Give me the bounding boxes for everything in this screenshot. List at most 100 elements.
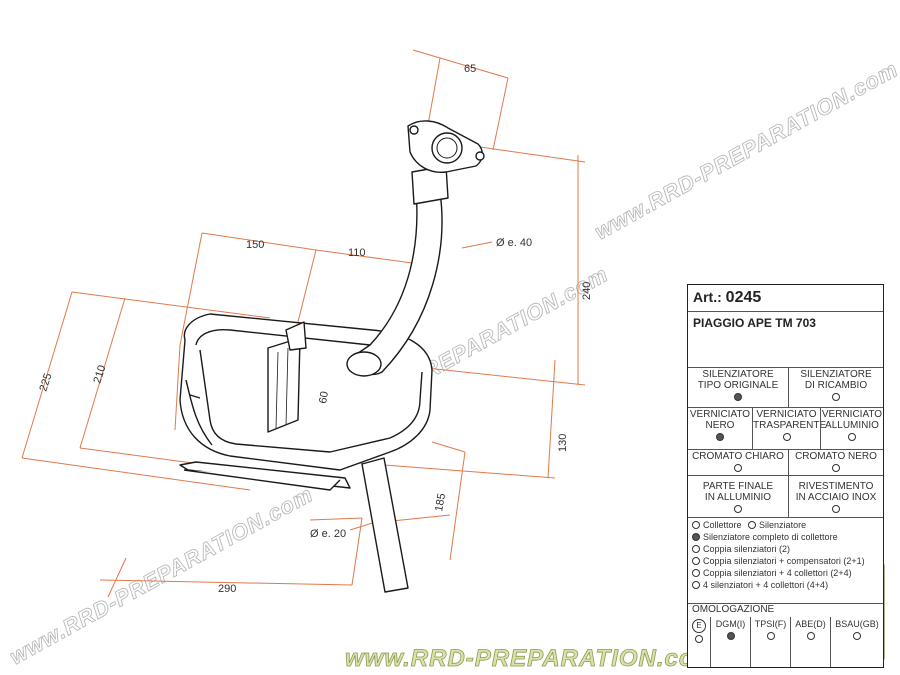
spec-package-options: Collettore Silenziatore Silenziatore com… <box>688 517 883 604</box>
option-replacement-silencer: SILENZIATORE DI RICAMBIO <box>788 367 883 407</box>
radio-empty <box>692 581 700 589</box>
option-label: 4 silenziatori + 4 collettori (4+4) <box>703 580 829 590</box>
option-label: Silenziatore completo di collettore <box>703 532 838 542</box>
radio-empty <box>782 433 791 441</box>
option-label: Coppia silenziatori + 4 collettori (2+4) <box>703 568 852 578</box>
option-label: ABE(D) <box>795 619 826 629</box>
option-label: Collettore <box>703 520 742 530</box>
dim-diameter-20: Ø e. 20 <box>310 528 346 540</box>
dim-65: 65 <box>464 63 476 75</box>
option-label: Coppia silenziatori (2) <box>703 544 791 554</box>
option-label: DGM(I) <box>715 619 746 629</box>
muffler-inner-shell <box>195 328 423 453</box>
spec-table: Art.: 0245 PIAGGIO APE TM 703 SILENZIATO… <box>687 284 884 668</box>
radio-selected <box>726 632 735 640</box>
muffler-front-cap <box>185 379 213 446</box>
pipe-joint <box>346 351 382 377</box>
vehicle-model: PIAGGIO APE TM 703 <box>693 316 816 330</box>
dim-185: 185 <box>433 492 448 512</box>
radio-empty <box>692 521 700 529</box>
radio-selected <box>734 393 742 401</box>
radio-empty <box>832 505 840 513</box>
radio-selected <box>692 533 700 541</box>
article-number: Art.: 0245 <box>693 289 761 307</box>
option-label: BSAU(GB) <box>835 619 879 629</box>
article-code: 0245 <box>725 289 762 306</box>
option-4-plus-4: 4 silenziatori + 4 collettori (4+4) <box>692 580 828 590</box>
exhaust-assembly <box>179 120 485 593</box>
radio-selected <box>716 433 724 441</box>
dim-60: 60 <box>317 390 331 404</box>
option-label: SILENZIATORE DI RICAMBIO <box>800 369 872 391</box>
radio-empty <box>734 505 742 513</box>
radio-empty <box>848 433 856 441</box>
option-label: Silenziatore <box>759 520 807 530</box>
homologation-abe: ABE(D) <box>790 617 830 667</box>
article-label: Art.: <box>693 289 722 305</box>
radio-empty <box>695 635 703 643</box>
spec-article-row: Art.: 0245 <box>688 285 883 312</box>
spec-silencer-type-row: SILENZIATORE TIPO ORIGINALE SILENZIATORE… <box>688 367 883 408</box>
dim-diameter-40: Ø e. 40 <box>496 237 532 249</box>
flange-bolt-hole <box>409 125 419 135</box>
radio-empty <box>692 569 700 577</box>
watermark-1: www.RRD-PREPARATION.com <box>590 56 900 244</box>
homologation-title: OMOLOGAZIONE <box>692 604 775 615</box>
dim-110: 110 <box>348 247 366 259</box>
watermark-bottom: www.RRD-PREPARATION.com <box>345 645 717 672</box>
dim-240: 240 <box>581 282 593 300</box>
dim-210: 210 <box>91 364 108 385</box>
spec-paint-row: VERNICIATO NERO VERNICIATO TRASPARENTE V… <box>688 407 883 450</box>
radio-empty <box>734 464 742 472</box>
radio-empty <box>806 632 815 640</box>
dimension-lines <box>21 49 586 598</box>
option-aluminium-end: PARTE FINALE IN ALLUMINIO <box>688 475 788 517</box>
option-label: VERNICIATO NERO <box>689 409 751 431</box>
option-pair-4-collectors: Coppia silenziatori + 4 collettori (2+4) <box>692 568 852 578</box>
homologation-dgm: DGM(I) <box>710 617 750 667</box>
heat-shield <box>267 337 301 433</box>
option-collector: Collettore Silenziatore <box>692 520 806 530</box>
option-original-silencer: SILENZIATORE TIPO ORIGINALE <box>688 367 788 407</box>
option-pair: Coppia silenziatori (2) <box>692 544 790 554</box>
radio-empty <box>832 393 840 401</box>
radio-empty <box>853 632 861 640</box>
spec-model-row: PIAGGIO APE TM 703 <box>688 311 883 368</box>
option-pair-compensators: Coppia silenziatori + compensatori (2+1) <box>692 556 865 566</box>
mounting-plate-lower <box>183 469 341 491</box>
spec-chrome-row: CROMATO CHIARO CROMATO NERO <box>688 449 883 476</box>
option-label: VERNICIATO ALLUMINIO <box>821 409 883 431</box>
option-stainless-cover: RIVESTIMENTO IN ACCIAIO INOX <box>788 475 883 517</box>
radio-empty <box>692 545 700 553</box>
option-label: CROMATO NERO <box>795 451 877 462</box>
option-painted-aluminium: VERNICIATO ALLUMINIO <box>820 407 883 449</box>
radio-empty <box>766 632 775 640</box>
tail-pipe <box>361 457 409 593</box>
option-label: CROMATO CHIARO <box>692 451 784 462</box>
option-painted-transparent: VERNICIATO TRASPARENTE <box>752 407 827 449</box>
option-label: PARTE FINALE IN ALLUMINIO <box>702 481 774 503</box>
dimension-labels: 65 150 110 Ø e. 40 240 225 210 60 130 18… <box>37 63 593 595</box>
flange-bolt-hole-2 <box>475 151 485 161</box>
option-chrome-light: CROMATO CHIARO <box>688 449 788 475</box>
homologation-bsau: BSAU(GB) <box>830 617 883 667</box>
mounting-bracket <box>285 321 307 351</box>
radio-empty <box>748 521 757 529</box>
spec-homologation: OMOLOGAZIONE E DGM(I) TPSI(F) ABE(D) BSA… <box>688 603 883 667</box>
dim-225: 225 <box>37 372 54 393</box>
option-label: E <box>692 619 706 633</box>
option-label: TPSI(F) <box>754 619 787 629</box>
option-chrome-black: CROMATO NERO <box>788 449 883 475</box>
watermark-3: www.RRD-PREPARATION.com <box>5 481 317 669</box>
option-complete: Silenziatore completo di collettore <box>692 532 838 542</box>
flange-port <box>431 132 463 164</box>
radio-empty <box>832 464 840 472</box>
dim-150: 150 <box>246 239 264 251</box>
option-label: Coppia silenziatori + compensatori (2+1) <box>703 556 865 566</box>
dim-290: 290 <box>218 583 236 595</box>
homologation-tpsi: TPSI(F) <box>750 617 790 667</box>
homologation-e: E <box>688 617 710 667</box>
option-label: VERNICIATO TRASPARENTE <box>753 409 827 431</box>
option-label: RIVESTIMENTO IN ACCIAIO INOX <box>795 481 877 503</box>
